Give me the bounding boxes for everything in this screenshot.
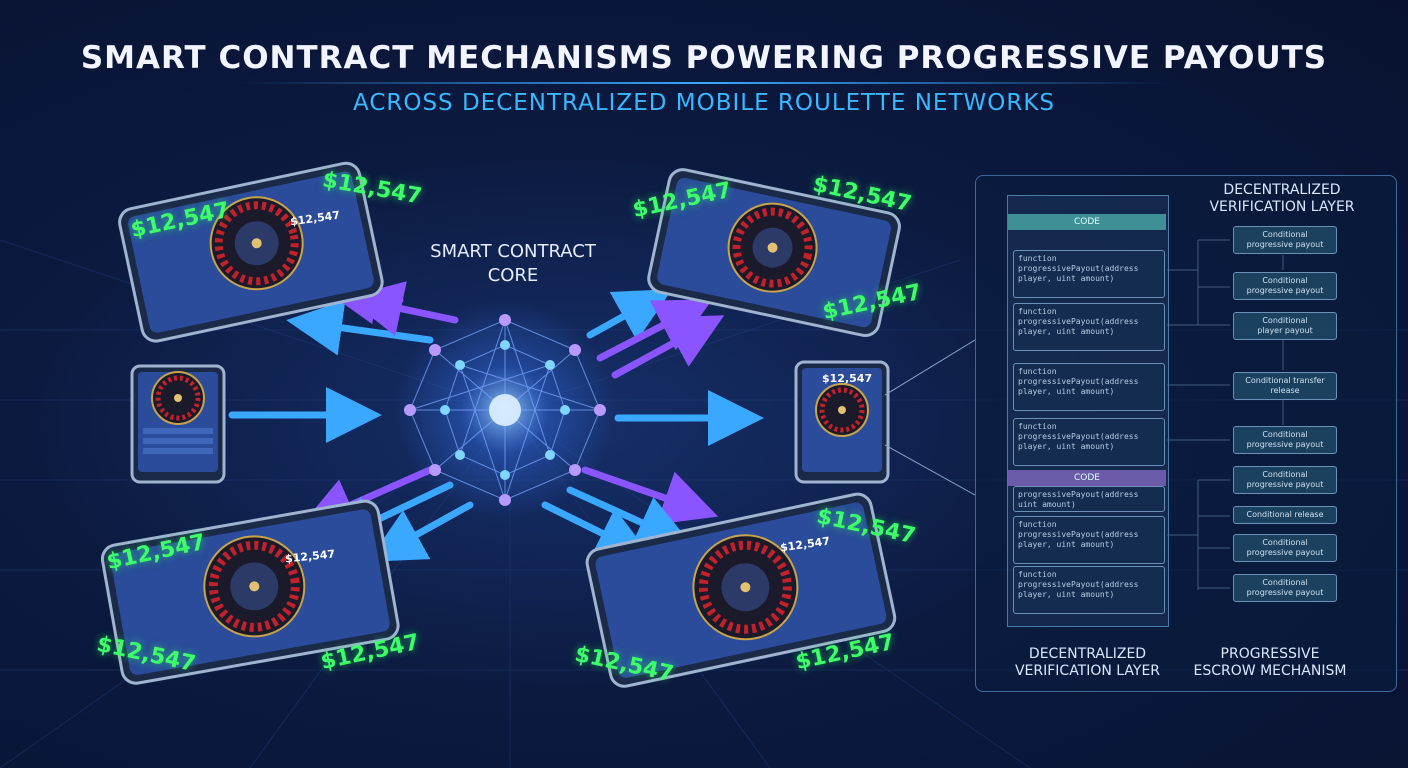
escrow-mechanism-label: PROGRESSIVE ESCROW MECHANISM — [1185, 646, 1355, 680]
core-label-line-2: CORE — [487, 265, 539, 286]
condition-box: Conditional release — [1233, 506, 1337, 524]
function-block: function progressivePayout(address playe… — [1013, 566, 1165, 614]
function-block: progressivePayout(address uint amount) — [1013, 486, 1165, 512]
condition-box: Conditional progressive payout — [1233, 272, 1337, 300]
label-line: DECENTRALIZED — [1223, 182, 1341, 198]
bottom-verification-label: DECENTRALIZED VERIFICATION LAYER — [1000, 646, 1175, 680]
function-block: function progressivePayout(address playe… — [1013, 418, 1165, 466]
label-line: ESCROW MECHANISM — [1193, 663, 1347, 679]
condition-box: Conditional progressive payout — [1233, 534, 1337, 562]
phone-right — [794, 360, 890, 484]
title-divider — [240, 82, 1170, 84]
condition-box: Conditional progressive payout — [1233, 426, 1337, 454]
phone-left — [130, 364, 226, 484]
phone-bottom-left — [100, 499, 400, 685]
condition-box: Conditional progressive payout — [1233, 226, 1337, 254]
phone-top-right — [647, 168, 901, 338]
smart-contract-core — [395, 300, 615, 520]
main-title: SMART CONTRACT MECHANISMS POWERING PROGR… — [80, 40, 1328, 76]
core-label-line-1: SMART CONTRACT — [430, 241, 596, 262]
verification-layer-label: DECENTRALIZED VERIFICATION LAYER — [1192, 182, 1372, 216]
function-block: function progressivePayout(address playe… — [1013, 363, 1165, 411]
label-line: PROGRESSIVE — [1220, 646, 1320, 662]
phone-bottom-right — [585, 492, 897, 688]
function-block: function progressivePayout(address playe… — [1013, 250, 1165, 298]
arrow-top-left-1 — [286, 300, 434, 356]
code-header: CODE — [1008, 214, 1166, 230]
label-line: DECENTRALIZED — [1028, 646, 1147, 662]
condition-box: Conditional progressive payout — [1233, 574, 1337, 602]
arrow-bottom-left-3 — [367, 501, 474, 562]
label-line: VERIFICATION LAYER — [1014, 663, 1161, 679]
screen-amount: $12,547 — [822, 372, 873, 385]
arrow-top-left-3 — [346, 281, 459, 337]
core-label: SMART CONTRACT CORE — [400, 240, 626, 288]
condition-box: Conditional player payout — [1233, 312, 1337, 340]
arrow-top-right-1 — [586, 289, 673, 341]
code-header-2: CODE — [1008, 470, 1166, 486]
label-line: VERIFICATION LAYER — [1209, 199, 1355, 215]
phone-top-left — [118, 161, 384, 343]
condition-box: Conditional transfer release — [1233, 372, 1337, 400]
subtitle: ACROSS DECENTRALIZED MOBILE ROULETTE NET… — [352, 90, 1056, 116]
arrow-top-right-3 — [611, 315, 725, 379]
arrow-top-right-2 — [596, 299, 713, 362]
condition-box: Conditional progressive payout — [1233, 466, 1337, 494]
function-block: function progressivePayout(address playe… — [1013, 303, 1165, 351]
function-block: function progressivePayout(address playe… — [1013, 516, 1165, 564]
